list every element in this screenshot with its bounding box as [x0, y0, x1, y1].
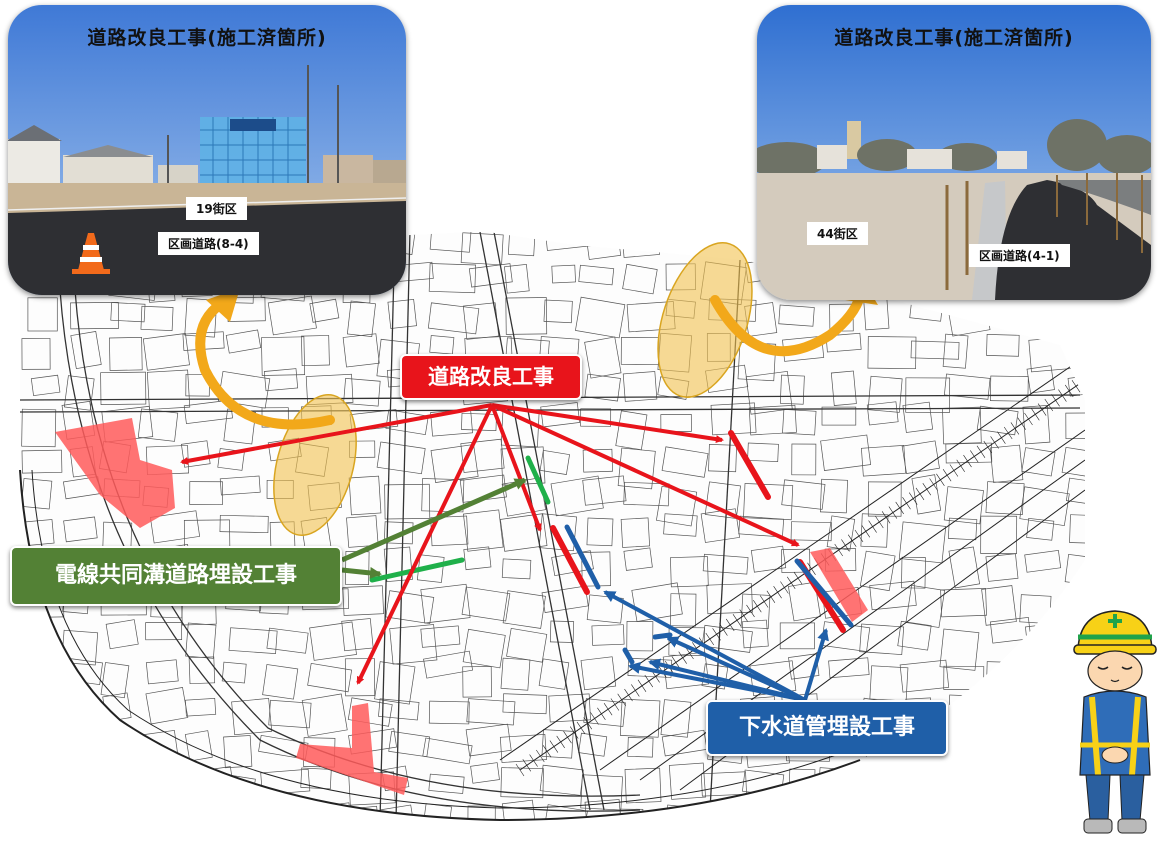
- power-line-trench-callout: 電線共同溝道路埋設工事: [10, 546, 342, 606]
- sewer-pipe-callout: 下水道管埋設工事: [706, 700, 948, 756]
- photo-19-title: 道路改良工事(施工済箇所): [87, 27, 327, 49]
- construction-worker-icon: [1073, 610, 1157, 834]
- right-photo-link: [710, 291, 865, 357]
- road-4-1-label: 区画道路(4-1): [969, 244, 1070, 267]
- sewer-pipe-arrows: [603, 590, 829, 702]
- road-improvement-areas: [55, 418, 868, 795]
- highlight-19-block: [273, 394, 357, 536]
- block-19-label: 19街区: [186, 197, 247, 220]
- road-improvement-callout: 道路改良工事: [400, 354, 582, 400]
- power-line-trench-segments: [369, 455, 551, 583]
- traffic-cone-icon: [72, 233, 110, 274]
- photo-44-title: 道路改良工事(施工済箇所): [834, 27, 1074, 49]
- power-line-arrows: [340, 477, 527, 579]
- photo-19-block: 道路改良工事(施工済箇所) 19街区 区画道路(8-4): [8, 5, 406, 295]
- road-improvement-arrows: [180, 403, 800, 685]
- left-photo-link: [195, 298, 335, 430]
- sewer-pipe-segments: [564, 524, 854, 665]
- road-8-4-label: 区画道路(8-4): [158, 232, 259, 255]
- block-44-label: 44街区: [807, 222, 868, 245]
- photo-44-block-image: [757, 5, 1151, 300]
- photo-44-block: 道路改良工事(施工済箇所) 44街区 区画道路(4-1): [757, 5, 1151, 300]
